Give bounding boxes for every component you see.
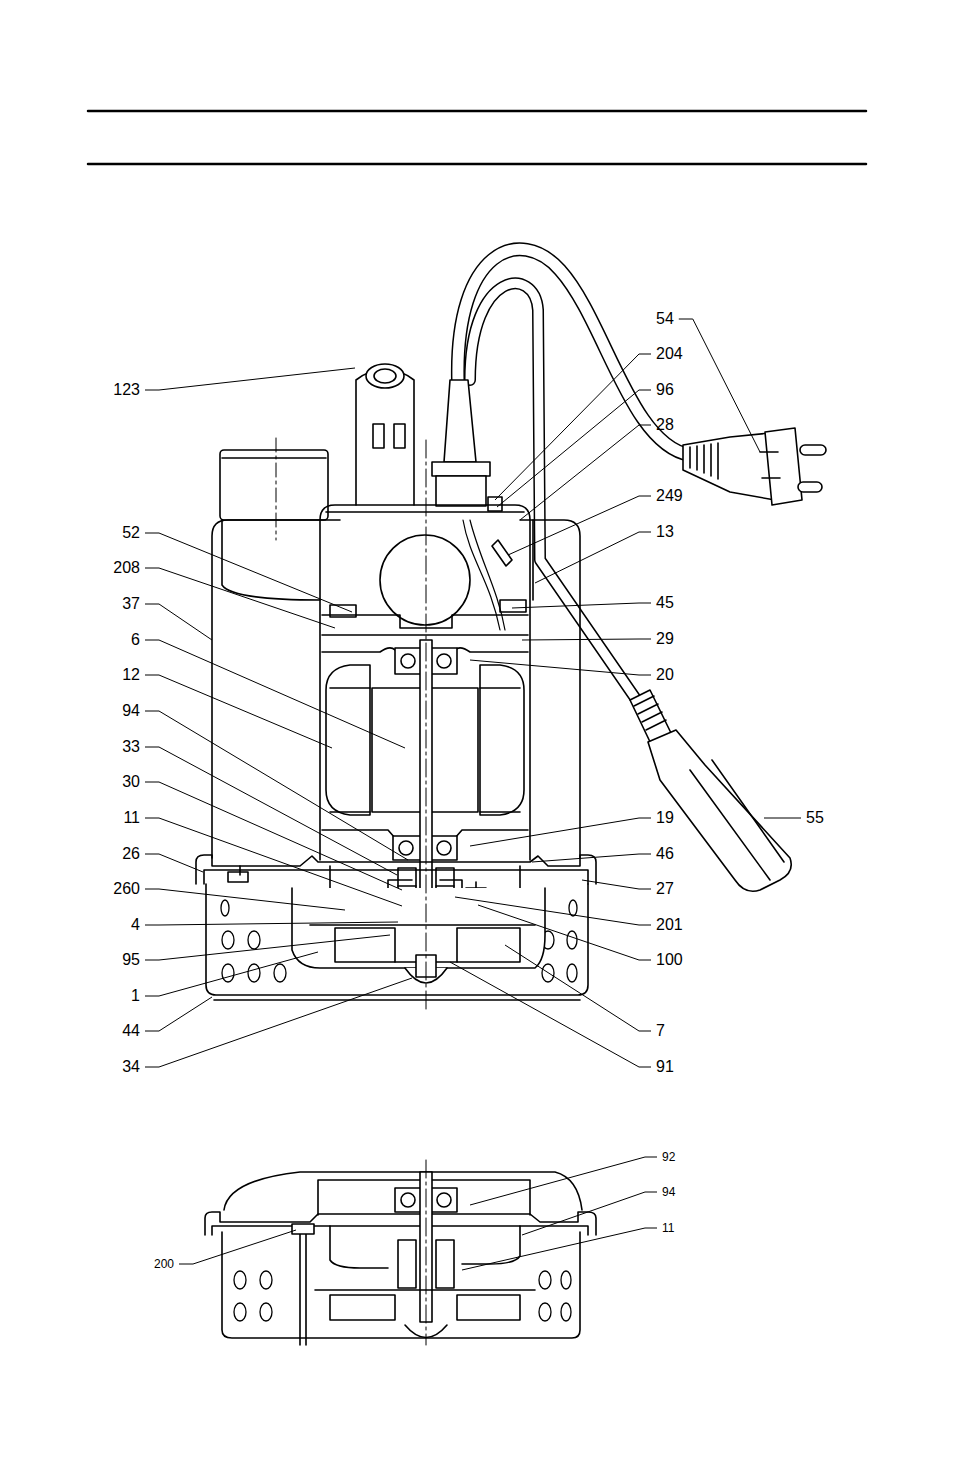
callout-number: 11: [662, 1222, 674, 1234]
callout-number: 200: [154, 1258, 174, 1270]
leader-line: [522, 639, 651, 640]
power-cable: [458, 249, 690, 705]
callout-number: 27: [656, 881, 674, 897]
callout-number: 11: [123, 810, 140, 826]
header-rule: [88, 110, 866, 113]
leader-line: [478, 905, 651, 960]
callout-number: 13: [656, 524, 674, 540]
leader-line: [145, 640, 405, 748]
callout-number: 1: [131, 988, 140, 1004]
callout-number: 45: [656, 595, 674, 611]
leader-line: [520, 425, 651, 520]
leader-line: [145, 854, 203, 872]
leader-line: [145, 818, 402, 906]
leader-line: [462, 1228, 657, 1270]
callout-number: 6: [131, 632, 140, 648]
leader-line: [145, 952, 318, 996]
callout-number: 28: [656, 417, 674, 433]
callout-number: 20: [656, 667, 674, 683]
callout-number: 208: [113, 560, 140, 576]
leader-line: [145, 604, 212, 640]
handle: [356, 364, 414, 505]
leader-line: [145, 978, 412, 1067]
leader-line: [522, 1192, 657, 1235]
callout-number: 260: [113, 881, 140, 897]
callout-number: 249: [656, 488, 683, 504]
callout-number: 123: [113, 382, 140, 398]
callout-number: 54: [656, 311, 674, 327]
leader-line: [764, 818, 801, 819]
callout-number: 44: [122, 1023, 140, 1039]
callout-number: 94: [662, 1186, 675, 1198]
center-line: [426, 440, 427, 1012]
leader-line: [535, 532, 651, 583]
volute: [292, 888, 545, 983]
leader-line: [455, 897, 651, 925]
callout-number: 37: [122, 596, 140, 612]
leader-line: [470, 660, 651, 675]
leader-line: [679, 319, 760, 452]
leader-line: [470, 818, 651, 846]
callout-number: 46: [656, 846, 674, 862]
callout-number: 96: [656, 382, 674, 398]
leader-line: [145, 782, 402, 890]
capacitor: [380, 535, 470, 625]
callout-number: 4: [131, 917, 140, 933]
leader-line: [145, 711, 408, 860]
callout-number: 204: [656, 346, 683, 362]
plug: [683, 428, 826, 505]
impeller: [335, 928, 395, 962]
callout-number: 30: [122, 774, 140, 790]
callout-number: 92: [662, 1151, 675, 1163]
leader-line: [512, 603, 651, 608]
strainer: [206, 884, 588, 1000]
leader-line: [532, 854, 651, 862]
leader-line: [145, 922, 398, 925]
leader-line: [508, 496, 651, 555]
impeller: [457, 928, 520, 962]
callout-number: 52: [122, 525, 140, 541]
callout-number: 26: [122, 846, 140, 862]
leader-line: [505, 945, 651, 1031]
leader-line: [497, 390, 651, 507]
leader-line: [145, 889, 345, 910]
leader-line: [145, 997, 212, 1031]
callout-number: 19: [656, 810, 674, 826]
callout-number: 29: [656, 631, 674, 647]
callout-number: 94: [122, 703, 140, 719]
callout-number: 55: [806, 810, 824, 826]
callout-number: 33: [122, 739, 140, 755]
leader-line: [145, 533, 352, 612]
leader-line: [145, 935, 390, 960]
leader-line: [145, 675, 332, 748]
cable-gland: [432, 380, 502, 511]
leader-line: [145, 568, 335, 628]
callout-number: 34: [122, 1059, 140, 1075]
callout-number: 12: [122, 667, 140, 683]
discharge-outlet: [220, 438, 328, 600]
callout-number: 201: [656, 917, 683, 933]
callout-number: 7: [656, 1023, 665, 1039]
leader-line: [582, 880, 651, 889]
leader-line: [179, 1230, 296, 1264]
header-rule: [88, 163, 866, 166]
leader-line: [450, 962, 651, 1067]
callout-number: 91: [656, 1059, 674, 1075]
float-switch: [630, 690, 791, 891]
callout-number: 100: [656, 952, 683, 968]
callout-number: 95: [122, 952, 140, 968]
outer-housing: [212, 520, 580, 858]
leader-line: [145, 747, 397, 875]
leader-line: [145, 368, 355, 390]
